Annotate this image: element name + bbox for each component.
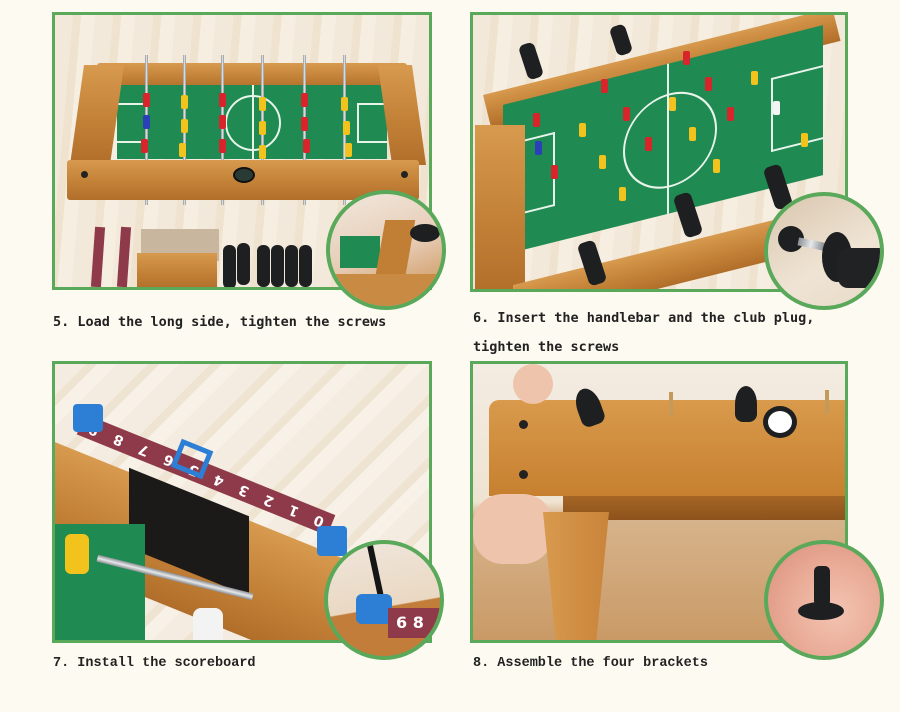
step-6-caption-line2: tighten the screws	[473, 339, 620, 355]
score-digit: 8	[110, 430, 126, 449]
inset-score-digits: 6 8	[388, 608, 440, 638]
table-left-wall	[475, 125, 525, 289]
score-digit: 2	[261, 490, 277, 510]
step-6-inset-image	[764, 192, 884, 310]
score-digit: 3	[236, 480, 252, 500]
step-8-inset-image	[764, 540, 884, 660]
step-8-caption: 8. Assemble the four brackets	[473, 656, 708, 671]
step-5-inset-image	[326, 190, 446, 310]
ball-return-hole	[763, 406, 797, 438]
table-left-wall	[69, 65, 125, 165]
score-digit: 4	[211, 470, 227, 490]
step-5-image	[52, 12, 432, 290]
score-clip	[317, 526, 347, 556]
step-7-caption: 7. Install the scoreboard	[53, 656, 256, 671]
score-clip	[73, 404, 103, 432]
leg-bracket	[543, 512, 609, 640]
step-6-caption-line1: 6. Insert the handlebar and the club plu…	[473, 310, 815, 326]
table-underside	[563, 496, 845, 520]
step-7-image: 9 8 7 6 5 4 3 2 1 0	[52, 361, 432, 643]
step-7-inset-image: 6 8	[324, 540, 444, 660]
player-figure	[193, 608, 223, 640]
score-digit: 1	[286, 500, 302, 520]
table-back-wall	[97, 63, 407, 89]
player-figure	[65, 534, 89, 574]
step-8-image	[470, 361, 848, 643]
step-5-caption: 5. Load the long side, tighten the screw…	[53, 314, 387, 330]
side-board	[137, 253, 217, 287]
score-strip	[90, 226, 106, 287]
hand	[473, 494, 553, 564]
score-digit: 7	[135, 440, 151, 459]
hand	[513, 364, 553, 404]
score-strip	[116, 226, 132, 287]
